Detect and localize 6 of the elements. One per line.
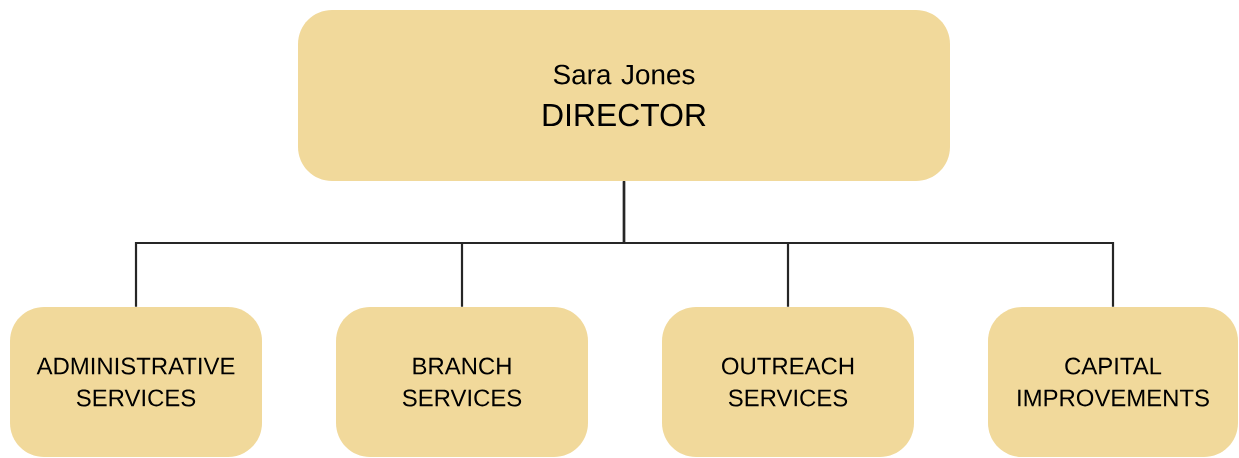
department-box: CAPITAL IMPROVEMENTS (988, 307, 1238, 457)
department-box: ADMINISTRATIVE SERVICES (10, 307, 262, 457)
department-box: BRANCH SERVICES (336, 307, 588, 457)
director-box: Sara Jones DIRECTOR (298, 10, 950, 181)
department-box: OUTREACH SERVICES (662, 307, 914, 457)
connector-line (622, 181, 1115, 307)
